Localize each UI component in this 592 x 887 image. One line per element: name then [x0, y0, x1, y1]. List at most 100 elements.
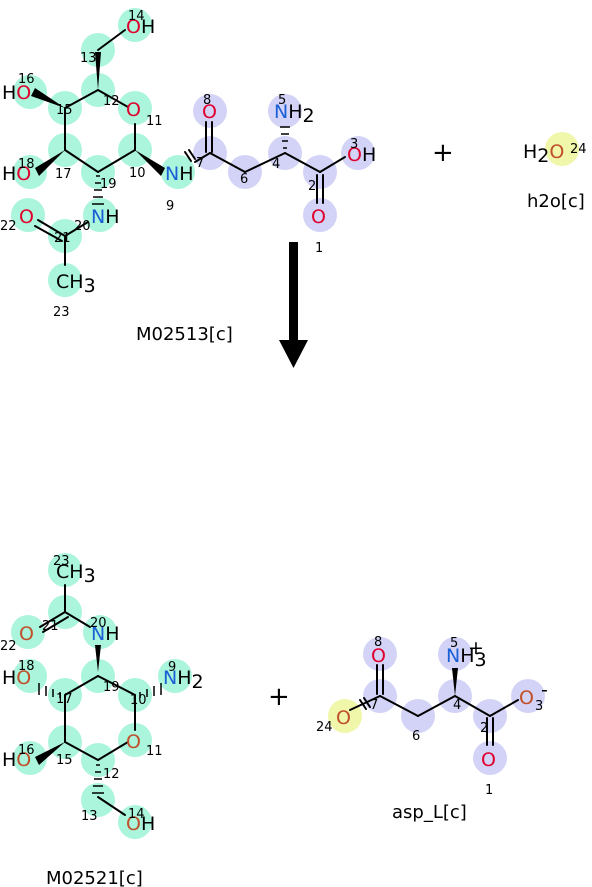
atom-label: OH	[347, 144, 376, 166]
atom-index: 24	[570, 142, 587, 157]
atom-index: 12	[103, 94, 120, 109]
atom-index: 4	[272, 157, 280, 172]
atom-highlight	[161, 155, 195, 189]
atom-index: 13	[81, 809, 98, 824]
molecule-name-m02513: M02513[c]	[136, 324, 233, 345]
atom-index: 6	[412, 729, 420, 744]
atom-highlight	[268, 94, 302, 128]
atom-index: 20	[74, 219, 91, 234]
atom-highlight	[341, 136, 375, 170]
atom-highlight	[11, 615, 45, 649]
atom-highlight	[118, 8, 152, 42]
reaction-arrow	[279, 242, 308, 368]
atom-index: 7	[370, 698, 378, 713]
atom-label: O	[481, 749, 496, 771]
asp-l-bonds	[349, 664, 519, 746]
atom-label: NH2	[274, 101, 315, 127]
atom-index: 5	[278, 93, 286, 108]
atom-index: 4	[453, 698, 461, 713]
m02513-bonds	[31, 29, 346, 266]
plus-sign: +	[432, 138, 454, 168]
atom-highlight	[13, 75, 47, 109]
atom-label: HO	[2, 82, 31, 104]
atom-index: 24	[316, 720, 333, 735]
atom-index: 12	[103, 767, 120, 782]
atom-label: O	[336, 707, 351, 729]
atom-index: 21	[54, 231, 71, 246]
atom-index: 18	[18, 659, 35, 674]
atom-index: 15	[56, 753, 73, 768]
atom-label: CH3	[56, 561, 96, 587]
charge-sign: -	[541, 679, 548, 701]
atom-index: 1	[315, 241, 323, 256]
atom-index: 16	[18, 72, 35, 87]
atom-highlight	[13, 741, 47, 775]
atom-label: NH	[165, 163, 194, 185]
atom-label: O	[19, 206, 34, 228]
atom-label: HO	[2, 667, 31, 689]
charge-sign: +	[468, 637, 484, 659]
atom-index: 13	[80, 51, 97, 66]
atom-label: O	[202, 101, 217, 123]
atom-index: 14	[128, 807, 145, 822]
atom-index: 5	[450, 636, 458, 651]
atom-highlight	[473, 741, 507, 775]
atom-highlight	[81, 783, 115, 817]
atom-index: 8	[203, 93, 211, 108]
atom-label: O	[126, 99, 141, 121]
atom-highlight	[83, 615, 117, 649]
atom-index: 22	[0, 219, 17, 234]
atom-highlight	[511, 679, 545, 713]
atom-highlight	[158, 659, 192, 693]
atom-index: 9	[166, 199, 174, 214]
atom-index: 11	[146, 744, 163, 759]
atom-label: CH3	[56, 271, 96, 297]
atom-index: 1	[485, 783, 493, 798]
atom-index: 22	[0, 639, 17, 654]
atom-label: OH	[126, 16, 155, 38]
atom-index: 17	[55, 167, 72, 182]
atom-highlight	[363, 637, 397, 671]
atom-label: HO	[2, 749, 31, 771]
atom-index: 8	[374, 635, 382, 650]
atom-highlight	[118, 805, 152, 839]
molecule-name-h2o: h2o[c]	[527, 191, 585, 212]
atom-index: 6	[240, 172, 248, 187]
atom-label: O	[371, 645, 386, 667]
atom-index: 19	[100, 177, 117, 192]
atom-highlight	[48, 263, 82, 297]
molecule-name-m02521: M02521[c]	[46, 868, 143, 887]
molecule-name-asp-l: asp_L[c]	[392, 802, 467, 823]
atom-index: 10	[129, 166, 146, 181]
atom-index: 16	[18, 743, 35, 758]
atom-highlight	[48, 553, 82, 587]
atom-index: 23	[53, 305, 70, 320]
atom-index: 11	[146, 114, 163, 129]
atom-label: NH3	[446, 645, 487, 671]
atom-highlight	[193, 94, 227, 128]
atom-label: O	[19, 623, 34, 645]
atom-highlight	[83, 198, 117, 232]
atom-index: 2	[308, 179, 316, 194]
atom-label: H2O	[523, 141, 564, 167]
atom-highlight	[545, 132, 579, 166]
atom-label: OH	[126, 813, 155, 835]
atom-label: NH	[91, 623, 120, 645]
atom-label: O	[311, 206, 326, 228]
atom-index: 3	[350, 137, 358, 152]
atom-index: 3	[535, 699, 543, 714]
atom-index: 14	[128, 9, 145, 24]
atom-label: HO	[2, 163, 31, 185]
atom-index: 18	[18, 157, 35, 172]
atom-index: 7	[196, 156, 204, 171]
atom-highlight	[11, 198, 45, 232]
atom-label: NH	[91, 206, 120, 228]
atom-index: 9	[168, 660, 176, 675]
atom-highlight	[13, 155, 47, 189]
atom-highlight	[118, 91, 152, 125]
atom-index: 20	[90, 616, 107, 631]
atom-index: 19	[103, 680, 120, 695]
atom-label: O	[519, 687, 534, 709]
